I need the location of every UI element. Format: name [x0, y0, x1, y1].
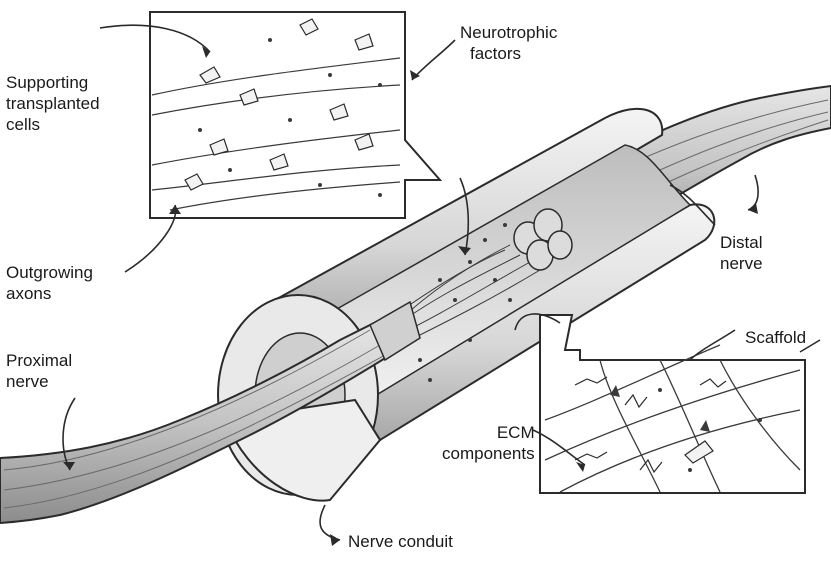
label-scaffold-line1: Scaffold — [745, 327, 806, 348]
label-neurotrophic-line1: Neurotrophic — [460, 22, 557, 43]
label-ecm-components: ECM components — [442, 422, 535, 464]
label-outgrowing-line1: Outgrowing — [6, 262, 93, 283]
label-neurotrophic-line2: factors — [460, 43, 557, 64]
label-proximal-line1: Proximal — [6, 350, 72, 371]
label-supporting-cells-line2: transplanted — [6, 93, 100, 114]
label-distal-line2: nerve — [720, 253, 763, 274]
label-ecm-line1: ECM — [442, 422, 535, 443]
label-supporting-cells-line1: Supporting — [6, 72, 100, 93]
label-nerve-conduit-line1: Nerve conduit — [348, 531, 453, 552]
label-distal-nerve: Distal nerve — [720, 232, 763, 274]
label-neurotrophic-factors: Neurotrophic factors — [460, 22, 557, 64]
label-supporting-cells: Supporting transplanted cells — [6, 72, 100, 135]
label-outgrowing-axons: Outgrowing axons — [6, 262, 93, 304]
inset-cells-box — [150, 12, 440, 218]
label-outgrowing-line2: axons — [6, 283, 93, 304]
label-proximal-nerve: Proximal nerve — [6, 350, 72, 392]
label-proximal-line2: nerve — [6, 371, 72, 392]
label-nerve-conduit: Nerve conduit — [348, 531, 453, 552]
label-ecm-line2: components — [442, 443, 535, 464]
label-scaffold: Scaffold — [745, 327, 806, 348]
label-supporting-cells-line3: cells — [6, 114, 100, 135]
label-distal-line1: Distal — [720, 232, 763, 253]
